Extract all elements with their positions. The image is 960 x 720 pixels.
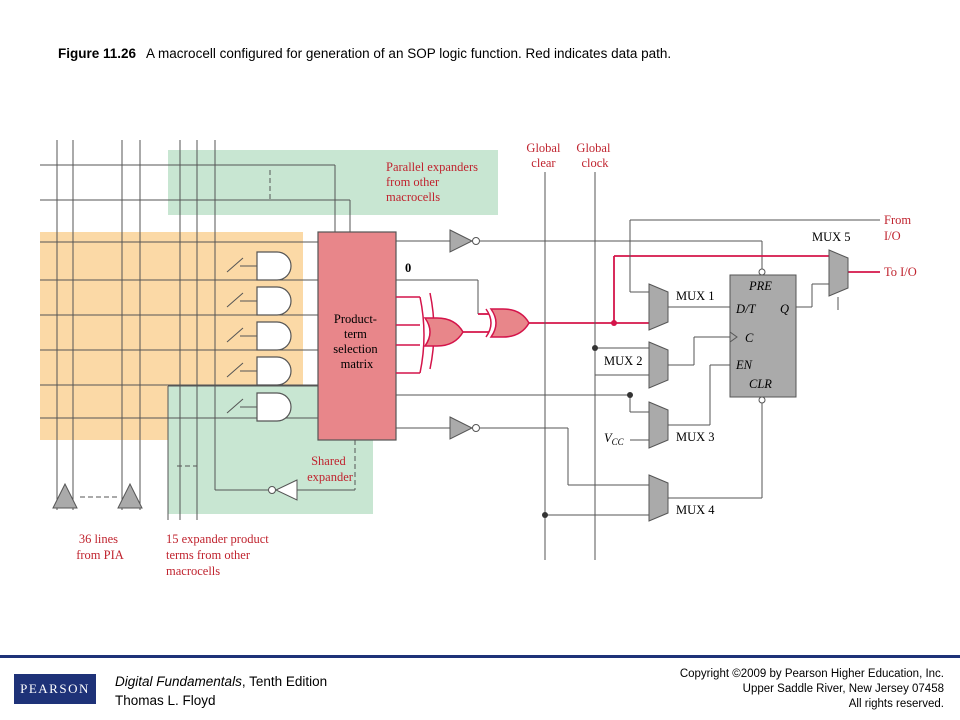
zero-label: 0 [405, 261, 411, 275]
vcc-label: VCC [604, 431, 625, 447]
svg-text:Global clear Global: Global clear Global clock [526, 141, 613, 170]
svg-text:Product- term selectio: Product- term selection matrix [333, 312, 381, 371]
xor-gate [489, 308, 530, 338]
book-edition: , Tenth Edition [241, 674, 328, 689]
mux2-label: MUX 2 [604, 354, 643, 368]
or-gate [423, 317, 464, 347]
ff-en-label: EN [735, 358, 753, 372]
ff-clr-label: CLR [749, 377, 772, 391]
mux4-label: MUX 4 [676, 503, 715, 517]
matrix-label-1: Product- [334, 312, 377, 326]
global-clear-label-1: Global [526, 141, 561, 155]
interconnect-lines [40, 140, 351, 520]
matrix-label-2: term [344, 327, 367, 341]
pia-buffer-1 [52, 482, 78, 509]
inverter-bottom [449, 416, 474, 440]
footer-rule [0, 655, 960, 658]
caption-text: A macrocell configured for generation of… [146, 46, 672, 61]
parallel-expanders-label-1: Parallel expanders [386, 160, 478, 174]
pia-buffer-2 [117, 482, 143, 509]
ff-pre-label: PRE [748, 279, 772, 293]
expander-terms-label-3: macrocells [166, 564, 220, 578]
svg-text:Parallel expanders from ot: Parallel expanders from other macrocells [386, 160, 481, 204]
shared-expander-label-1: Shared [311, 454, 346, 468]
mux1-label: MUX 1 [676, 289, 715, 303]
copyright-block: Copyright ©2009 by Pearson Higher Educat… [680, 667, 944, 712]
pia-lines-label-1: 36 lines [79, 532, 118, 546]
parallel-expander-region [168, 150, 498, 215]
pia-lines-label-2: from PIA [76, 548, 124, 562]
to-io-label: To I/O [884, 265, 917, 279]
global-clock-label-2: clock [581, 156, 609, 170]
from-io-label-2: I/O [884, 229, 901, 243]
global-clear-label-2: clear [531, 156, 556, 170]
ff-dt-label: D/T [735, 302, 757, 316]
ff-q-label: Q [780, 302, 789, 316]
and-gate-1 [256, 251, 292, 281]
mux5-shape [828, 249, 849, 297]
mux5-label: MUX 5 [812, 230, 851, 244]
parallel-expanders-label-3: macrocells [386, 190, 440, 204]
global-clock-label-1: Global [576, 141, 611, 155]
book-author: Thomas L. Floyd [115, 693, 216, 708]
figure-number: Figure 11.26 [58, 46, 137, 61]
expander-terms-label-2: terms from other [166, 548, 251, 562]
data-path [463, 255, 880, 333]
and-gates [256, 251, 292, 422]
ff-c-label: C [745, 331, 754, 345]
parallel-expanders-label-2: from other [386, 175, 440, 189]
svg-text:Shared expander: Shared expander [307, 454, 354, 484]
expander-terms-label-1: 15 expander product [166, 532, 269, 546]
product-term-matrix [317, 231, 397, 441]
address-line: Upper Saddle River, New Jersey 07458 [742, 683, 944, 695]
and-gate-2 [256, 286, 292, 316]
flip-flop [729, 274, 797, 398]
mux4-shape [648, 474, 669, 522]
shared-expander-label-2: expander [307, 470, 354, 484]
inverter-top [449, 229, 474, 253]
macrocell-diagram: Product- term selection matrix Parallel … [40, 140, 917, 578]
mux1-shape [648, 283, 669, 331]
matrix-label-4: matrix [341, 357, 374, 371]
figure-caption: Figure 11.26 A macrocell configured for g… [58, 46, 671, 61]
mux3-label: MUX 3 [676, 430, 715, 444]
and-gate-3 [256, 321, 292, 351]
and-gate-5 [256, 392, 292, 422]
svg-text:36 lines from PIA: 36 lines from PIA [76, 532, 124, 562]
from-io-label-1: From [884, 213, 911, 227]
matrix-label-3: selection [333, 342, 378, 356]
copyright-line: Copyright ©2009 by Pearson Higher Educat… [679, 668, 944, 680]
book-info: Digital Fundamentals, Tenth Edition Thom… [115, 672, 327, 710]
book-title: Digital Fundamentals [115, 674, 242, 689]
mux3-shape [648, 401, 669, 449]
svg-text:From I/O To I/O: From I/O To I/O [884, 213, 917, 279]
pearson-logo: PEARSON [14, 674, 96, 704]
rights-line: All rights reserved. [848, 698, 944, 710]
and-gate-4 [256, 356, 292, 386]
svg-text:15 expander product terms: 15 expander product terms from other mac… [166, 532, 272, 578]
mux2-shape [648, 341, 669, 389]
